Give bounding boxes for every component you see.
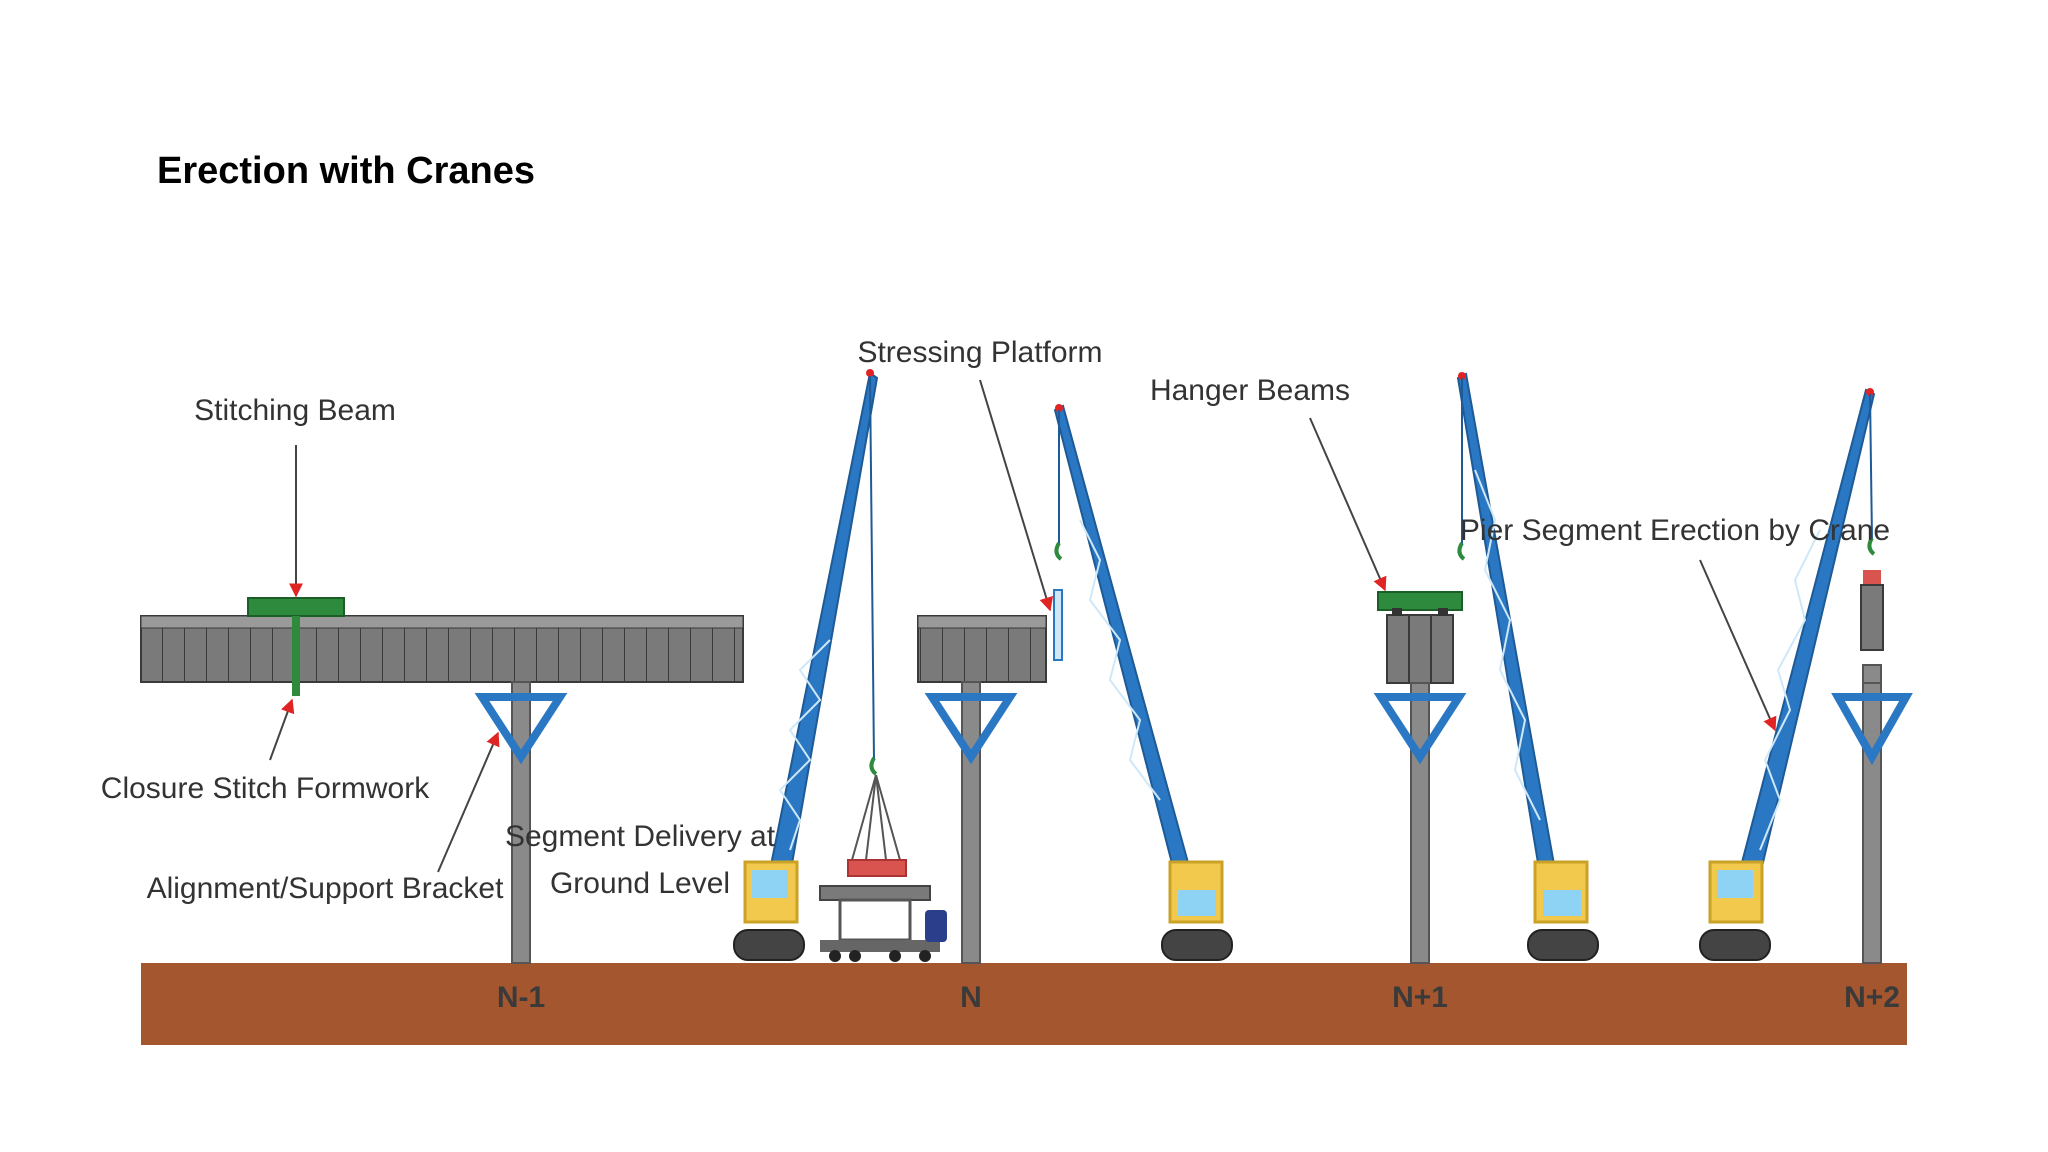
crane-3 [1456,372,1599,961]
deck-span-pier-n [917,615,1047,683]
hanger-beams [1377,591,1463,616]
label-alignment-support-bracket: Alignment/Support Bracket [147,872,505,905]
label-stitching-beam: Stitching Beam [194,394,396,427]
label-stressing-platform: Stressing Platform [857,336,1102,369]
slide-title: Erection with Cranes [157,150,535,192]
deck-span-left [140,615,744,683]
stressing-platform [1053,589,1063,661]
crane-1 [733,369,879,961]
pier-table-n-plus-1 [1386,614,1454,684]
pier-label-n: N [960,981,982,1014]
pier-label-n-plus-2: N+2 [1844,981,1900,1014]
label-closure-stitch-formwork: Closure Stitch Formwork [101,772,430,805]
pier-label-n-plus-1: N+1 [1392,981,1448,1014]
pier-n-plus-2 [1831,664,1913,964]
label-pier-segment-erection: Pier Segment Erection by Crane [1460,514,1890,547]
label-hanger-beams: Hanger Beams [1150,374,1350,407]
pier-n [924,681,1018,964]
hanging-pier-segment [1860,570,1884,651]
leader-lines [269,379,1777,873]
label-segment-delivery-line2: Ground Level [550,867,730,900]
ground [141,963,1907,1045]
pier-label-n-minus-1: N-1 [497,981,545,1014]
pier-n-minus-1 [474,681,568,964]
crane-2 [1053,404,1233,961]
stitching-beam [247,597,345,696]
label-segment-delivery-line1: Segment Delivery at [505,820,776,853]
pier-n-plus-1 [1373,682,1467,964]
crane-4 [1699,388,1876,961]
segment-delivery-trailer [819,774,947,962]
